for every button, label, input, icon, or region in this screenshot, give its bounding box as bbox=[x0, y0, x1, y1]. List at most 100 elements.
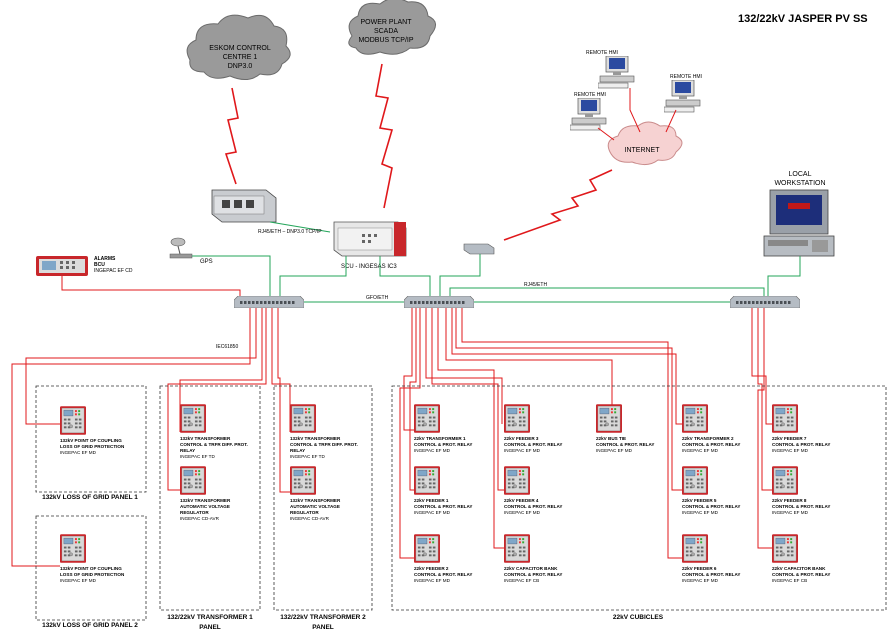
relay-label-c2-0: 22kV FEEDER 1 bbox=[414, 498, 449, 503]
lightning-internet bbox=[503, 169, 613, 241]
relay-label-t2a-1: CONTROL & TRFR DIFF. PROT. bbox=[290, 442, 358, 447]
fibre-links bbox=[11, 308, 772, 567]
relay-label-c5-1: CONTROL & PROT. RELAY bbox=[504, 504, 562, 509]
panel-cubicles-frame bbox=[391, 385, 887, 611]
relay-label-c1-2: INGEPAC EF MD bbox=[414, 448, 451, 453]
eskom-label-3: DNP3.0 bbox=[228, 63, 253, 70]
remote-hmi-3: REMOTE HMI bbox=[570, 92, 607, 131]
relay-label-t1b-0: 132kV TRANSFORMER bbox=[180, 498, 231, 503]
relay-icon bbox=[772, 466, 798, 495]
relay-label-poc1-1: LOSS OF GRID PROTECTION bbox=[60, 444, 125, 449]
relay-label-t2a-3: INGEPAC EF TD bbox=[290, 454, 325, 459]
relay-label-c7-0: 22kV BUS TIE bbox=[596, 436, 626, 441]
rj45-label: RJ45/ETH bbox=[524, 282, 547, 288]
relay-icon bbox=[60, 534, 86, 563]
internet-cloud: INTERNET bbox=[607, 121, 683, 166]
relay-label-poc1-2: INGEPAC EF MD bbox=[60, 450, 97, 455]
panel-tr1-label-2: PANEL bbox=[199, 624, 221, 631]
lightning-eskom bbox=[224, 87, 239, 185]
relay-label-c10-2: INGEPAC EF MD bbox=[682, 578, 719, 583]
relay-label-c12-0: 22kV FEEDER 8 bbox=[772, 498, 807, 503]
relay-icon bbox=[772, 534, 798, 563]
relay-icon bbox=[180, 466, 206, 495]
gps-antenna bbox=[169, 237, 193, 259]
relay-label-c6-1: CONTROL & PROT. RELAY bbox=[504, 572, 562, 577]
relay-label-c10-0: 22kV FEEDER 6 bbox=[682, 566, 717, 571]
relay-label-poc2-0: 132kV POINT OF COUPLING bbox=[60, 566, 122, 571]
relay-label-t1a-3: INGEPAC EF TD bbox=[180, 454, 215, 459]
relay-label-c5-0: 22kV FEEDER 4 bbox=[504, 498, 539, 503]
relay-icon bbox=[682, 534, 708, 563]
relay-label-c7-1: CONTROL & PROT. RELAY bbox=[596, 442, 654, 447]
relay-label-t2a-0: 132kV TRANSFORMER bbox=[290, 436, 341, 441]
relay-label-t1a-1: CONTROL & TRFR DIFF. PROT. bbox=[180, 442, 248, 447]
relay-label-c2-2: INGEPAC EF MD bbox=[414, 510, 451, 515]
relay-label-poc1-0: 132kV POINT OF COUPLING bbox=[60, 438, 122, 443]
relay-label-c3-0: 22kV FEEDER 2 bbox=[414, 566, 449, 571]
rj45-dnp-label: RJ45/ETH – DNP3.0 TCP/IP bbox=[258, 229, 322, 235]
relay-label-t1a-0: 132kV TRANSFORMER bbox=[180, 436, 231, 441]
relay-label-c1-0: 22kV TRANSFORMER 1 bbox=[414, 436, 466, 441]
relay-label-c13-1: CONTROL & PROT. RELAY bbox=[772, 572, 830, 577]
internet-label: INTERNET bbox=[625, 147, 661, 154]
power-plant-cloud: POWER PLANT SCADA MODBUS TCP/IP bbox=[348, 0, 436, 55]
diagram-title: 132/22kV JASPER PV SS bbox=[738, 13, 868, 25]
ethernet-switch-3 bbox=[730, 296, 800, 308]
relay-icon bbox=[290, 404, 316, 433]
panel-log2-frame bbox=[35, 515, 147, 621]
relay-label-c11-1: CONTROL & PROT. RELAY bbox=[772, 442, 830, 447]
relay-label-t1b-3: INGEPAC CD-AVR bbox=[180, 516, 220, 521]
relay-label-t2a-2: RELAY bbox=[290, 448, 305, 453]
alarms-label-2: BCU bbox=[94, 262, 105, 268]
relay-label-c2-1: CONTROL & PROT. RELAY bbox=[414, 504, 472, 509]
scu-label: SCU - INGESAS IC3 bbox=[341, 264, 397, 270]
alarms-bcu bbox=[36, 256, 88, 276]
rtu-gateway bbox=[211, 189, 277, 223]
pp-label-2: SCADA bbox=[374, 28, 398, 35]
gps-label: GPS bbox=[200, 259, 213, 265]
relay-label-c6-2: INGEPAC EF CB bbox=[504, 578, 539, 583]
relay-label-c1-1: CONTROL & PROT. RELAY bbox=[414, 442, 472, 447]
relay-icon bbox=[504, 466, 530, 495]
relay-icon bbox=[414, 534, 440, 563]
eskom-label-1: ESKOM CONTROL bbox=[209, 45, 271, 52]
relay-label-c9-0: 22kV FEEDER 5 bbox=[682, 498, 717, 503]
panel-log1-frame bbox=[35, 385, 147, 493]
relay-icon bbox=[682, 466, 708, 495]
relay-label-c8-0: 22kV TRANSFORMER 2 bbox=[682, 436, 734, 441]
relay-label-c8-1: CONTROL & PROT. RELAY bbox=[682, 442, 740, 447]
relay-label-c12-1: CONTROL & PROT. RELAY bbox=[772, 504, 830, 509]
eskom-label-2: CENTRE 1 bbox=[223, 54, 258, 61]
alarms-label-3: INGEPAC EF CD bbox=[94, 268, 133, 274]
relay-label-c3-1: CONTROL & PROT. RELAY bbox=[414, 572, 472, 577]
scu-device bbox=[333, 221, 407, 257]
panel-tr2-frame bbox=[273, 385, 373, 611]
relay-label-t2b-1: AUTOMATIC VOLTAGE bbox=[290, 504, 340, 509]
relay-label-t2b-0: 132kV TRANSFORMER bbox=[290, 498, 341, 503]
relay-label-c5-2: INGEPAC EF MD bbox=[504, 510, 541, 515]
relay-label-poc2-1: LOSS OF GRID PROTECTION bbox=[60, 572, 125, 577]
panel-log1-label: 132kV LOSS OF GRID PANEL 1 bbox=[42, 494, 138, 501]
ethernet-switch-1 bbox=[234, 296, 304, 308]
relay-icon bbox=[596, 404, 622, 433]
remote-hmi-2: REMOTE HMI bbox=[664, 74, 702, 113]
relay-icon bbox=[290, 466, 316, 495]
workstation-label-1: LOCAL bbox=[789, 171, 812, 178]
relay-label-t2b-3: INGEPAC CD-AVR bbox=[290, 516, 330, 521]
relay-icon bbox=[682, 404, 708, 433]
relay-icon bbox=[180, 404, 206, 433]
relay-icon bbox=[504, 534, 530, 563]
local-workstation bbox=[763, 189, 835, 257]
